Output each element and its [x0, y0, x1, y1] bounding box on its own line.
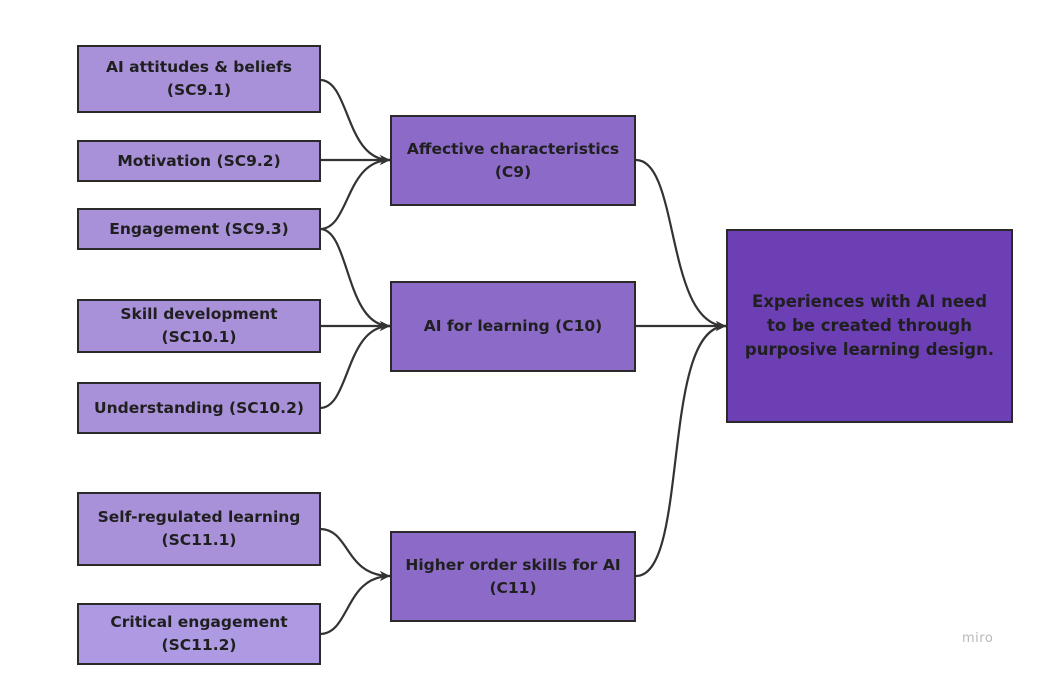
- node-outcome[interactable]: Experiences with AI need to be created t…: [726, 229, 1013, 423]
- connector-c11-to-outcome: [635, 321, 727, 578]
- node-sc9-3-label: Engagement (SC9.3): [109, 219, 289, 238]
- node-c11[interactable]: Higher order skills for AI (C11): [390, 531, 636, 622]
- node-sc10-2[interactable]: Understanding (SC10.2): [77, 382, 321, 434]
- node-sc9-2[interactable]: Motivation (SC9.2): [77, 140, 321, 182]
- connector-sc11-1-to-c11: [319, 527, 391, 581]
- connector-sc11-2-to-c11: [319, 571, 391, 636]
- node-sc11-2-label: Critical engagement (SC11.2): [110, 613, 288, 654]
- node-sc9-1-label: AI attitudes & beliefs (SC9.1): [105, 58, 293, 99]
- node-sc11-2[interactable]: Critical engagement (SC11.2): [77, 603, 321, 665]
- connector-sc10-2-to-c10: [319, 321, 391, 410]
- connector-sc9-3-to-c10: [319, 227, 391, 331]
- node-sc9-3[interactable]: Engagement (SC9.3): [77, 208, 321, 250]
- connector-c9-to-outcome: [635, 158, 727, 331]
- node-sc11-1[interactable]: Self-regulated learning (SC11.1): [77, 492, 321, 566]
- node-sc11-1-label: Self-regulated learning (SC11.1): [97, 508, 301, 549]
- node-c10-label: AI for learning (C10): [423, 317, 603, 335]
- connector-sc9-3-to-c9: [319, 155, 391, 231]
- node-sc9-2-label: Motivation (SC9.2): [117, 151, 281, 170]
- miro-watermark: miro: [962, 631, 994, 646]
- node-sc10-1[interactable]: Skill development (SC10.1): [77, 299, 321, 353]
- node-sc10-2-label: Understanding (SC10.2): [94, 398, 304, 417]
- node-c9-label: Affective characteristics (C9): [406, 139, 620, 181]
- node-sc9-1[interactable]: AI attitudes & beliefs (SC9.1): [77, 45, 321, 113]
- node-c9[interactable]: Affective characteristics (C9): [390, 115, 636, 206]
- node-c10[interactable]: AI for learning (C10): [390, 281, 636, 372]
- node-sc10-1-label: Skill development (SC10.1): [120, 305, 278, 346]
- node-c11-label: Higher order skills for AI (C11): [405, 555, 621, 597]
- node-outcome-label: Experiences with AI need to be created t…: [744, 292, 995, 359]
- connector-sc9-1-to-c9: [319, 78, 391, 165]
